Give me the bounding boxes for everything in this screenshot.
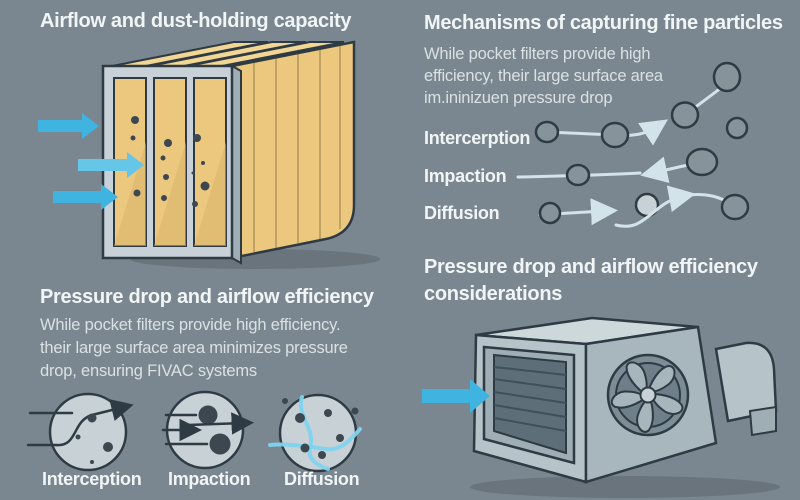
dust-particles (130, 116, 210, 207)
airflow-arrow-icon (38, 113, 144, 210)
fan-unit-illustration (422, 316, 780, 498)
mechanisms-body-line: im.ininizuen pressure drop (424, 89, 613, 107)
mechanism-row-label-intercerption: Intercerption (424, 128, 531, 148)
particle-trail-icon (516, 61, 750, 228)
pressure-section-title: Pressure drop and airflow efficiency (40, 286, 374, 308)
capture-label-interception: Interception (42, 469, 142, 489)
interception-circle-icon (26, 392, 134, 472)
pocket-filter-icon (101, 40, 356, 265)
mechanism-row-label-impaction: Impaction (424, 166, 507, 186)
pressure-body-line: While pocket filters provide high effici… (40, 316, 341, 334)
capture-mechanism-circles (26, 390, 362, 473)
mechanisms-body: While pocket filters provide high effici… (424, 43, 663, 109)
considerations-title-line: Pressure drop and airflow efficiency (424, 256, 758, 278)
airflow-section-title: Airflow and dust-holding capacity (40, 10, 352, 32)
pressure-body-line: their large surface area minimizes press… (40, 339, 348, 357)
fan-unit-icon (472, 316, 778, 484)
considerations-title-line: considerations (424, 283, 563, 305)
capture-label-impaction: Impaction (168, 469, 251, 489)
diffusion-circle-icon (268, 393, 362, 473)
fan-icon (606, 353, 690, 437)
pressure-body: While pocket filters provide high effici… (40, 314, 348, 383)
impaction-circle-icon (161, 390, 254, 470)
mechanisms-body-line: While pocket filters provide high (424, 45, 651, 63)
capture-label-diffusion: Diffusion (284, 469, 360, 489)
pocket-filter-illustration (38, 40, 380, 269)
mechanisms-body-line: efficiency, their large surface area (424, 67, 663, 85)
airflow-arrow-icon (422, 379, 490, 413)
pressure-body-line: drop, ensuring FIVAC systems (40, 362, 257, 380)
considerations-section-title: Pressure drop and airflow efficiency con… (424, 254, 794, 308)
mechanism-row-label-diffusion: Diffusion (424, 203, 500, 223)
mechanisms-section-title: Mechanisms of capturing fine particles (424, 12, 783, 34)
fan-unit-shadow (470, 476, 780, 498)
